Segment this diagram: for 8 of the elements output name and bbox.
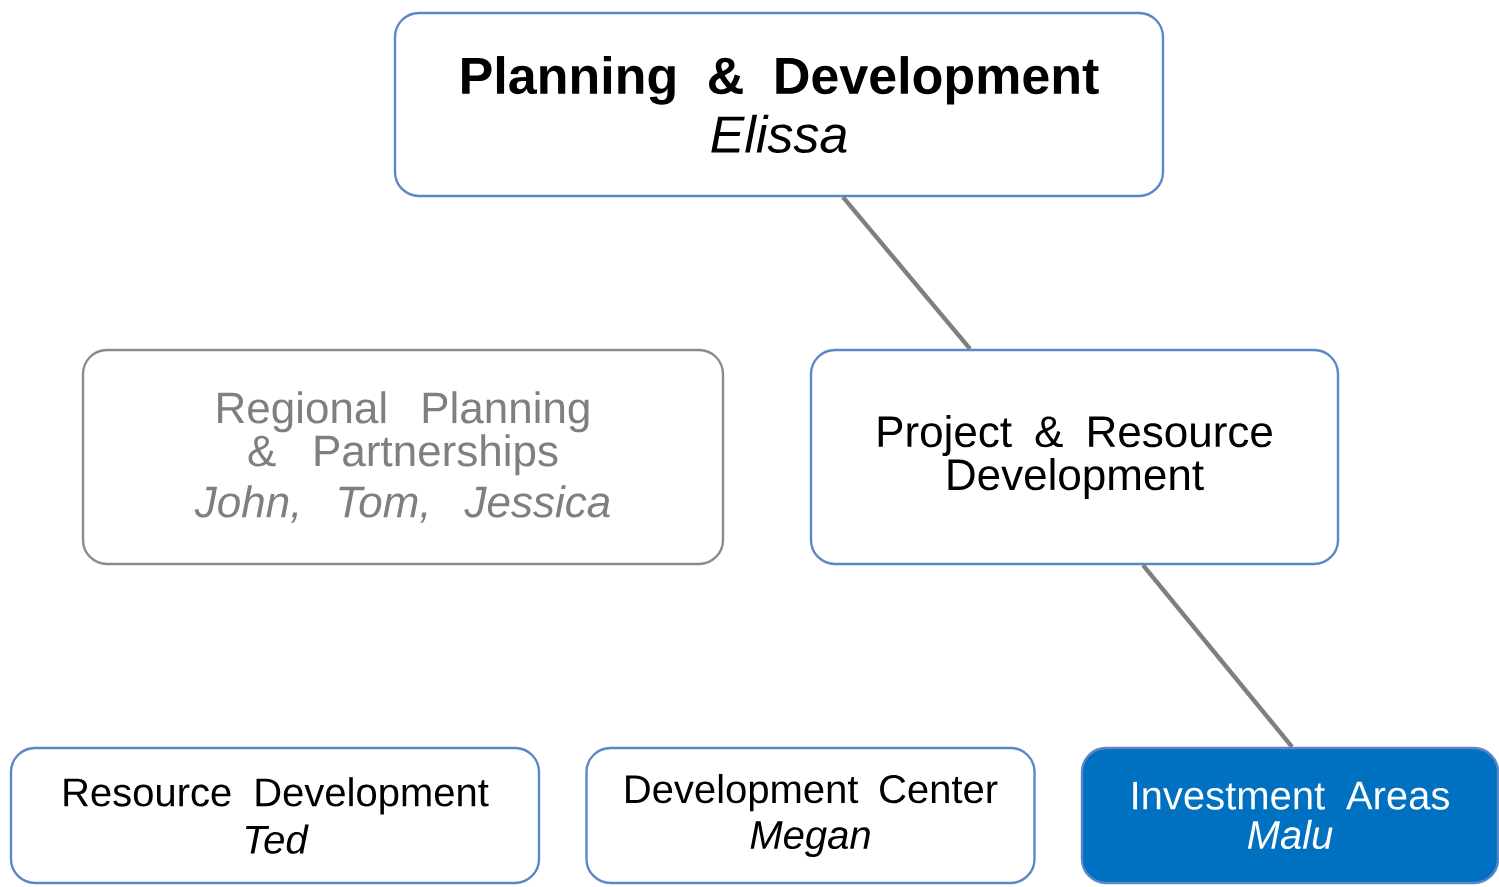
- org-box: Investment Areas Malu: [1080, 746, 1499, 885]
- connector-line: [841, 195, 972, 351]
- connector-line: [1141, 563, 1294, 749]
- org-box: Development Center Megan: [585, 746, 1036, 885]
- org-box: Regional Planning & Partnerships John, Tom, Jessica: [81, 348, 725, 566]
- org-box: Resource Development Ted: [9, 746, 541, 885]
- org-box: Project & Resource Development: [809, 348, 1340, 566]
- org-box: Planning & Development Elissa: [393, 11, 1165, 198]
